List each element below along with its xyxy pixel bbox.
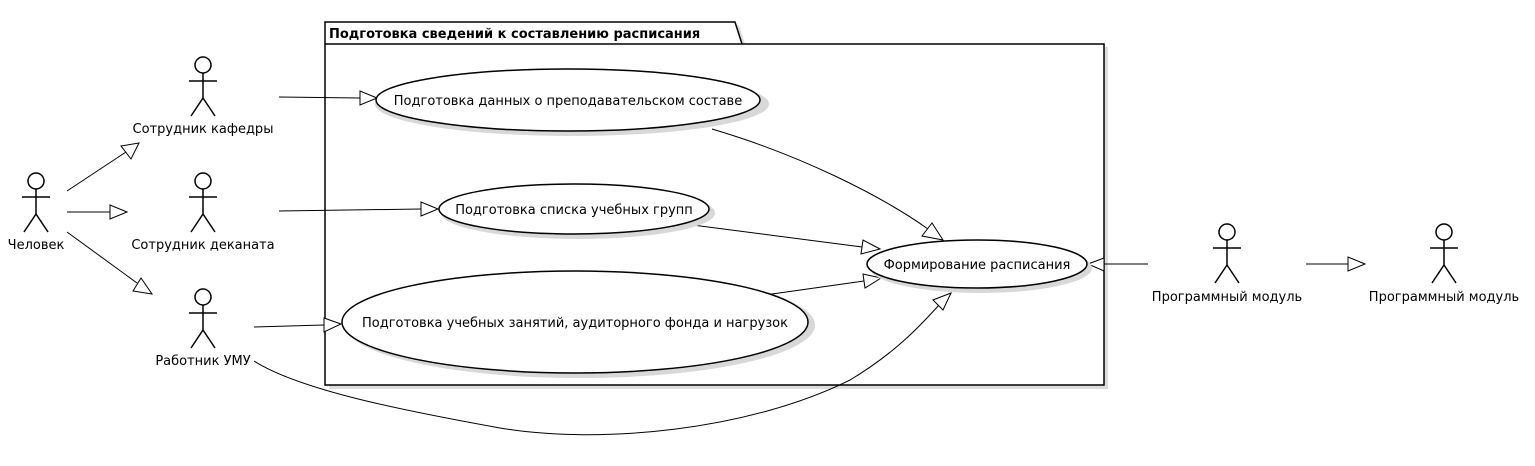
actor-umu-icon (189, 288, 217, 349)
usecase-teachers: Подготовка данных о преподавательском со… (375, 68, 769, 136)
actor-module-1-label: Программный модуль (1152, 290, 1302, 305)
actor-chelovek-icon (22, 172, 50, 233)
actor-dekanat: Сотрудник деканата (131, 172, 275, 253)
actor-kafedra-icon (189, 56, 217, 117)
actor-chelovek-label: Человек (8, 238, 65, 253)
actor-chelovek: Человек (8, 172, 65, 253)
package-title: Подготовка сведений к составлению распис… (329, 27, 700, 42)
usecase-groups-label: Подготовка списка учебных групп (455, 203, 693, 218)
actor-kafedra-label: Сотрудник кафедры (133, 122, 274, 137)
actor-module-1-icon (1213, 223, 1241, 284)
actor-dekanat-icon (189, 172, 217, 233)
usecase-groups: Подготовка списка учебных групп (438, 183, 715, 239)
actor-module-1: Программный модуль (1152, 223, 1302, 305)
usecase-classes: Подготовка учебных занятий, аудиторного … (341, 270, 815, 378)
usecase-classes-label: Подготовка учебных занятий, аудиторного … (362, 316, 788, 331)
actor-kafedra: Сотрудник кафедры (133, 56, 274, 137)
usecase-schedule-label: Формирование расписания (884, 258, 1071, 273)
usecase-teachers-label: Подготовка данных о преподавательском со… (394, 94, 742, 109)
edges (66, 90, 1367, 436)
actor-module-2: Программный модуль (1369, 223, 1519, 305)
actor-module-2-label: Программный модуль (1369, 290, 1519, 305)
actor-umu: Работник УМУ (155, 288, 251, 369)
actor-module-2-icon (1430, 223, 1458, 284)
actor-dekanat-label: Сотрудник деканата (131, 238, 274, 253)
actor-umu-label: Работник УМУ (155, 354, 250, 369)
usecase-schedule: Формирование расписания (866, 239, 1092, 293)
